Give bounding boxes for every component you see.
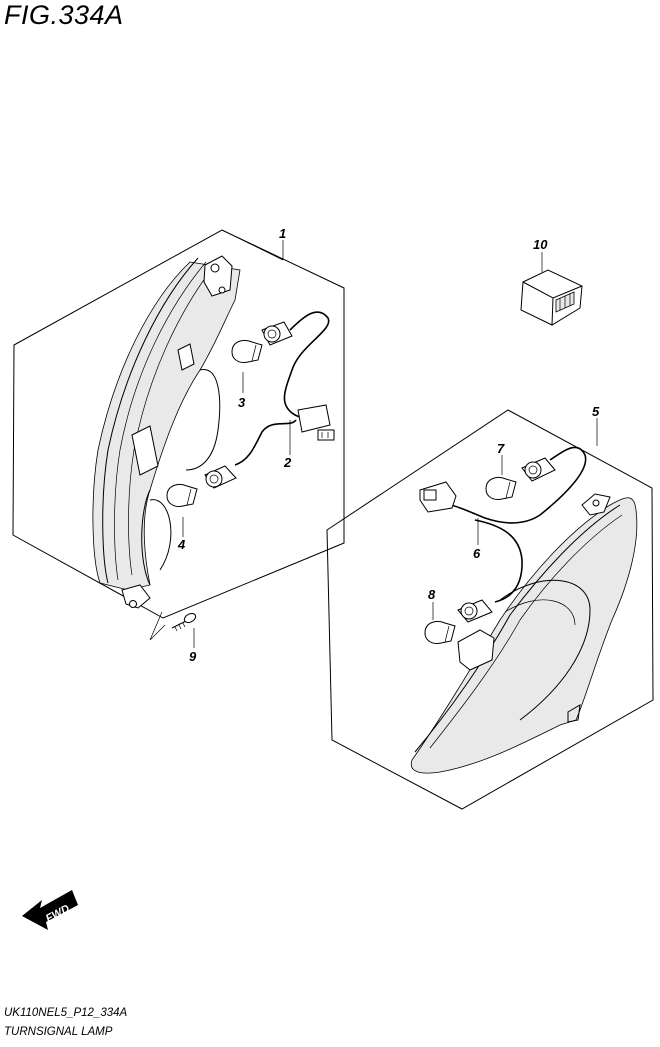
relay-10 bbox=[520, 269, 583, 326]
leader-1b bbox=[221, 229, 284, 261]
fwd-arrow-icon: FWD bbox=[22, 890, 78, 930]
leader-9-bracket bbox=[149, 611, 166, 641]
assembly-box-right bbox=[326, 409, 654, 810]
callout-1: 1 bbox=[279, 226, 286, 241]
screw-9 bbox=[171, 612, 197, 632]
bulb-8 bbox=[424, 620, 456, 644]
right-wiring-harness bbox=[419, 446, 587, 623]
callout-6: 6 bbox=[473, 546, 481, 561]
callout-5: 5 bbox=[592, 404, 600, 419]
callout-4: 4 bbox=[177, 537, 186, 552]
callout-3: 3 bbox=[238, 395, 246, 410]
callout-9: 9 bbox=[189, 649, 197, 664]
diagram-code: UK110NEL5_P12_334A bbox=[4, 1007, 128, 1019]
callout-2: 2 bbox=[283, 455, 292, 470]
right-turnsignal-housing bbox=[410, 493, 638, 774]
bulb-4 bbox=[166, 483, 198, 507]
callout-8: 8 bbox=[428, 587, 436, 602]
left-wiring-harness bbox=[204, 311, 335, 489]
bulb-3 bbox=[231, 339, 263, 363]
diagram-name: TURNSIGNAL LAMP bbox=[4, 1026, 113, 1038]
figure-title: FIG.334A bbox=[4, 0, 124, 30]
callout-10: 10 bbox=[533, 237, 548, 252]
callout-7: 7 bbox=[497, 441, 505, 456]
bulb-7 bbox=[485, 476, 517, 500]
left-turnsignal-housing bbox=[92, 255, 241, 609]
